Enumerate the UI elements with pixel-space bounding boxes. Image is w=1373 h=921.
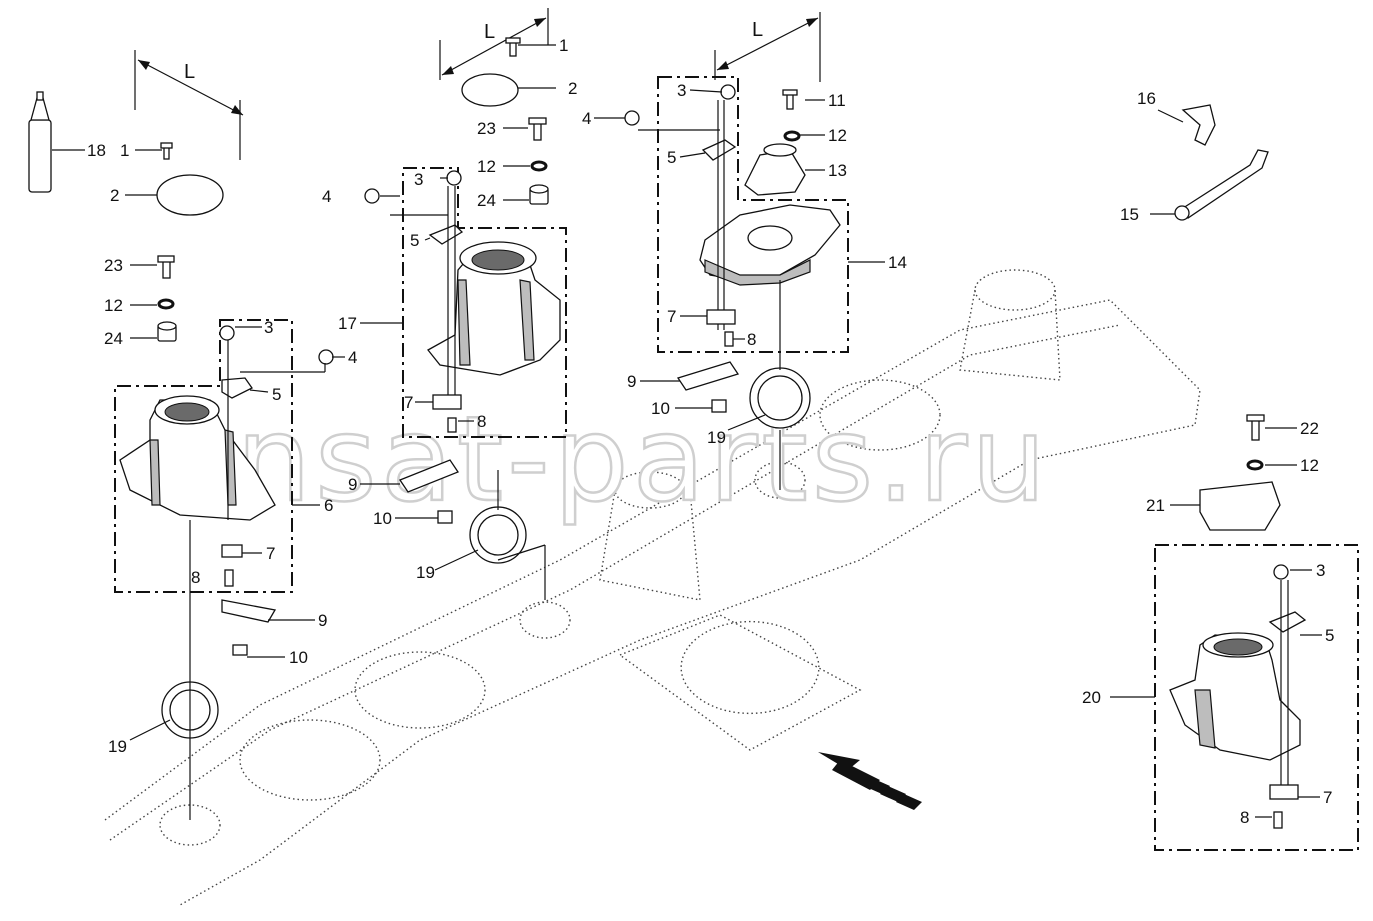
cutter-bar-body xyxy=(104,269,1201,906)
callout-12: 12 xyxy=(828,126,847,145)
callout-5: 5 xyxy=(1325,626,1334,645)
callout-16: 16 xyxy=(1137,89,1156,108)
callout-17: 17 xyxy=(338,314,357,333)
callout-4: 4 xyxy=(322,187,331,206)
callout-1: 1 xyxy=(120,141,129,160)
callout-5: 5 xyxy=(410,231,419,250)
callout-9: 9 xyxy=(348,475,357,494)
callout-3: 3 xyxy=(1316,561,1325,580)
callout-23: 23 xyxy=(104,256,123,275)
dimension-l-left: L xyxy=(134,50,244,160)
callout-21: 21 xyxy=(1146,496,1165,515)
right-lower-disc-assembly xyxy=(1110,544,1359,851)
callout-labels: 18 1 2 23 12 24 3 4 5 6 7 8 9 10 19 17 4… xyxy=(87,36,1334,827)
callout-12: 12 xyxy=(477,157,496,176)
callout-12: 12 xyxy=(104,296,123,315)
callout-3: 3 xyxy=(414,170,423,189)
callout-24: 24 xyxy=(104,329,123,348)
callout-9: 9 xyxy=(318,611,327,630)
callout-22: 22 xyxy=(1300,419,1319,438)
callout-5: 5 xyxy=(272,385,281,404)
tools-parts-15-16 xyxy=(1150,104,1269,221)
leader-lines xyxy=(129,89,766,741)
callout-5: 5 xyxy=(667,148,676,167)
right-upper-disc-assembly xyxy=(624,76,885,490)
callout-10: 10 xyxy=(651,399,670,418)
left-disc-assembly xyxy=(114,319,334,820)
left-small-parts xyxy=(125,142,224,342)
right-guard-parts xyxy=(1170,414,1297,531)
callout-3: 3 xyxy=(264,318,273,337)
dimension-label: L xyxy=(484,21,495,43)
callout-7: 7 xyxy=(1323,788,1332,807)
callout-8: 8 xyxy=(477,412,486,431)
callout-19: 19 xyxy=(416,563,435,582)
callout-10: 10 xyxy=(373,509,392,528)
direction-arrow-icon xyxy=(818,752,922,810)
callout-2: 2 xyxy=(568,79,577,98)
callout-19: 19 xyxy=(108,737,127,756)
callout-18: 18 xyxy=(87,141,106,160)
callout-24: 24 xyxy=(477,191,496,210)
callout-1: 1 xyxy=(559,36,568,55)
callout-12: 12 xyxy=(1300,456,1319,475)
callout-19: 19 xyxy=(707,428,726,447)
dimension-l-right: L xyxy=(714,12,821,82)
callout-13: 13 xyxy=(828,161,847,180)
callout-7: 7 xyxy=(266,544,275,563)
center-small-parts xyxy=(461,37,556,205)
sealant-tube-part-18 xyxy=(28,91,85,193)
watermark-text: ansat-parts.ru xyxy=(160,390,1050,528)
callout-7: 7 xyxy=(404,393,413,412)
dimension-label: L xyxy=(752,19,763,41)
callout-4: 4 xyxy=(582,109,591,128)
callout-10: 10 xyxy=(289,648,308,667)
callout-8: 8 xyxy=(747,330,756,349)
callout-4: 4 xyxy=(348,348,357,367)
center-disc-assembly xyxy=(364,167,567,600)
callout-8: 8 xyxy=(191,568,200,587)
callout-11: 11 xyxy=(828,91,846,110)
dimension-l-center: L xyxy=(439,8,549,80)
callout-20: 20 xyxy=(1082,688,1101,707)
callout-9: 9 xyxy=(627,372,636,391)
callout-8: 8 xyxy=(1240,808,1249,827)
callout-7: 7 xyxy=(667,307,676,326)
dimension-label: L xyxy=(184,61,195,83)
callout-2: 2 xyxy=(110,186,119,205)
callout-23: 23 xyxy=(477,119,496,138)
callout-15: 15 xyxy=(1120,205,1139,224)
callout-14: 14 xyxy=(888,253,907,272)
callout-6: 6 xyxy=(324,496,333,515)
callout-3: 3 xyxy=(677,81,686,100)
